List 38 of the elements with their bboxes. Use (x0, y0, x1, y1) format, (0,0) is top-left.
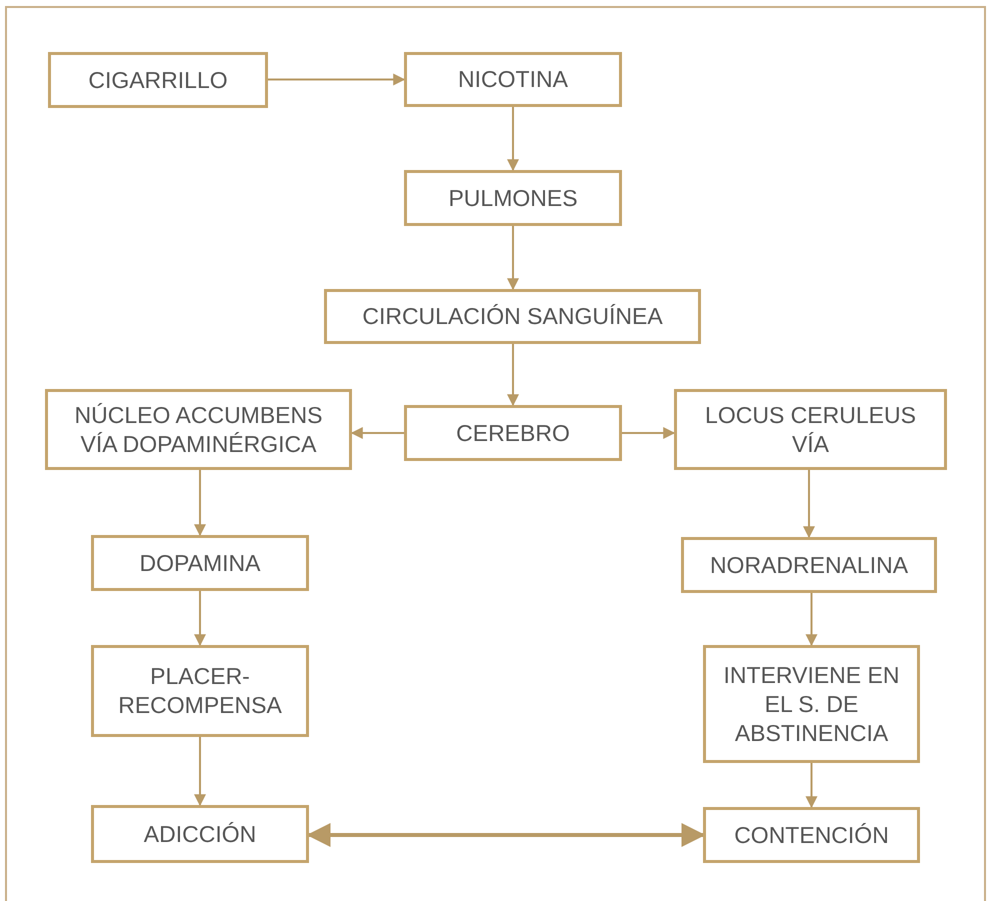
arrow (194, 470, 206, 536)
box-label: NÚCLEO ACCUMBENS VÍA DOPAMINÉRGICA (74, 400, 324, 458)
arrow (806, 763, 818, 808)
arrow (806, 593, 818, 646)
box-label: LOCUS CERULEUS VÍA (704, 400, 917, 458)
box-label: CEREBRO (456, 418, 570, 448)
box-label: PLACER-RECOMPENSA (117, 662, 283, 720)
process-box (324, 289, 701, 344)
process-box (703, 645, 920, 763)
process-box (48, 52, 268, 108)
process-box (703, 807, 920, 863)
box-label: CONTENCIÓN (734, 820, 889, 850)
arrow (803, 470, 815, 538)
box-label: PULMONES (448, 184, 578, 212)
process-box (91, 645, 309, 737)
box-label: DOPAMINA (140, 548, 260, 578)
box-label: INTERVIENE EN EL S. DE ABSTINENCIA (722, 660, 900, 748)
arrow (194, 591, 206, 646)
arrow (350, 427, 404, 439)
process-box (404, 405, 622, 461)
box-label: CIGARRILLO (88, 66, 228, 94)
arrow (622, 427, 676, 439)
box-label: NORADRENALINA (710, 550, 908, 580)
arrow (194, 737, 206, 806)
box-label: NICOTINA (458, 65, 568, 94)
process-box (45, 389, 352, 470)
arrow (268, 74, 406, 86)
arrow (507, 226, 519, 290)
box-label: ADICCIÓN (144, 820, 256, 848)
process-box (404, 170, 622, 226)
arrow (507, 344, 519, 406)
process-box (91, 535, 309, 591)
process-box (681, 537, 937, 593)
arrow (507, 107, 519, 172)
process-box (91, 805, 309, 863)
process-box (674, 389, 947, 470)
process-box (404, 52, 622, 107)
box-label: CIRCULACIÓN SANGUÍNEA (362, 302, 663, 331)
